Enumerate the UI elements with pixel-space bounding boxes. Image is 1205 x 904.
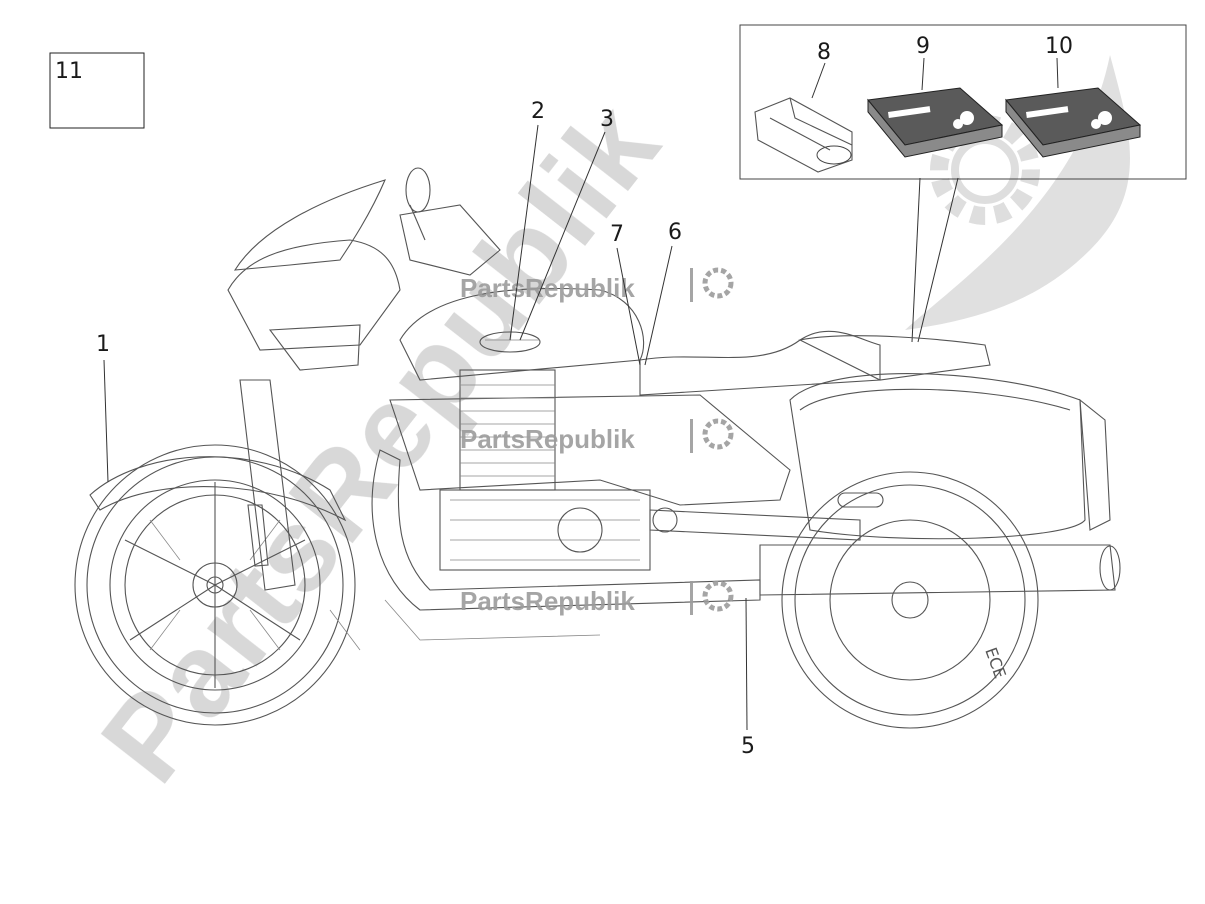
gear-icon [702, 418, 734, 450]
callout-10: 10 [1045, 34, 1073, 59]
callout-3: 3 [600, 107, 614, 132]
small-watermark-text-1: PartsRepublik [460, 273, 635, 303]
callout-7: 7 [610, 222, 624, 247]
rear-wheel: ECE [781, 471, 1039, 729]
tool-pouch [754, 97, 853, 173]
small-watermark-text-2: PartsRepublik [460, 424, 635, 454]
callout-5: 5 [741, 734, 755, 759]
kit-box: 8 9 10 [739, 24, 1187, 180]
callout-1: 1 [96, 332, 110, 357]
callout-2: 2 [531, 99, 545, 124]
callout-8: 8 [817, 40, 831, 65]
callouts: 1 2 3 7 6 5 [96, 99, 755, 759]
callout-6: 6 [668, 220, 682, 245]
gear-icon [702, 267, 734, 299]
small-watermark-2: PartsRepublik [460, 418, 734, 454]
owner-manual-book-2 [1005, 87, 1142, 158]
gear-icon [702, 580, 734, 612]
motorcycle-drawing: ECE [74, 167, 1121, 729]
small-watermark-1: PartsRepublik [460, 267, 734, 303]
owner-manual-book-1 [867, 87, 1004, 158]
callout-9: 9 [916, 34, 930, 59]
small-watermark-3: PartsRepublik [460, 580, 734, 616]
tyre-marking: ECE [981, 645, 1010, 681]
callout-11: 11 [55, 59, 83, 84]
big-watermark-flame [905, 55, 1130, 330]
small-watermark-text-3: PartsRepublik [460, 586, 635, 616]
item-11-box: 11 [49, 52, 145, 129]
